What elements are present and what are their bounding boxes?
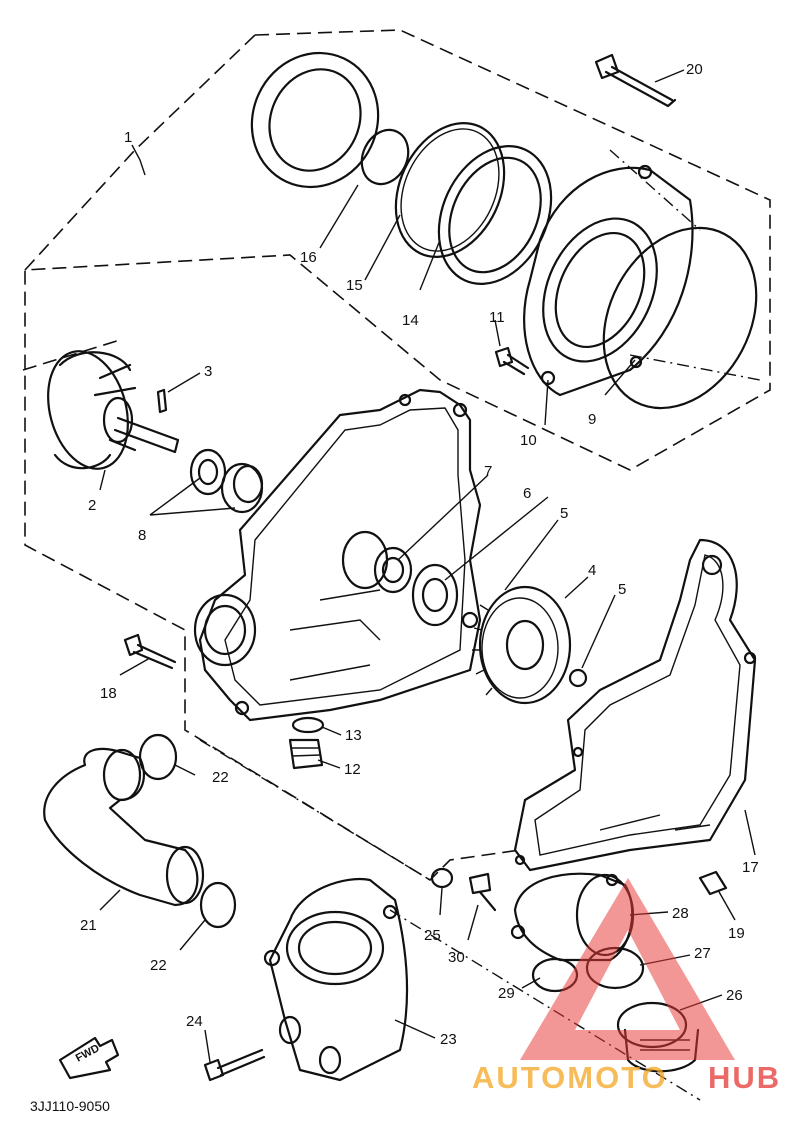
assembly-boundary-inner: [24, 34, 256, 271]
callout-19: 19: [728, 925, 745, 942]
callout-26: 26: [726, 987, 743, 1004]
callout-5a: 5: [560, 505, 568, 522]
callout-23: 23: [440, 1031, 457, 1048]
part-23-thermostat-housing: [263, 878, 409, 1082]
assembly-boundary-outline: [22, 29, 771, 882]
callout-12: 12: [344, 761, 361, 778]
part-21-elbow-pipe: [43, 747, 205, 907]
axis-line-upper: [609, 149, 761, 381]
watermark-text-automoto: AUTOMOTO: [472, 1060, 668, 1095]
part-30-screw: [468, 872, 497, 912]
part-4-drive-gear: [472, 585, 572, 705]
part-3-pin: [156, 388, 168, 414]
callout-3: 3: [204, 363, 212, 380]
callout-4: 4: [588, 562, 596, 579]
watermark-triangle-logo: [520, 878, 735, 1060]
callout-24: 24: [186, 1013, 203, 1030]
part-17-gasket: [513, 538, 757, 872]
part-7-bearing: [373, 546, 413, 594]
callout-7: 7: [484, 463, 492, 480]
callout-27: 27: [694, 945, 711, 962]
callout-6: 6: [523, 485, 531, 502]
part-19-dowel: [698, 870, 728, 896]
part-5-clip-upper: [461, 611, 479, 629]
part-15-disc: [360, 128, 410, 186]
watermark-text-hub: HUB: [708, 1060, 781, 1095]
part-18-bolt: [123, 633, 177, 670]
leader-lines: [99, 69, 756, 1063]
callout-1: 1: [124, 129, 132, 146]
callout-13: 13: [345, 727, 362, 744]
main-cover-body: [193, 388, 482, 722]
part-25-cap: [430, 867, 454, 889]
callout-9: 9: [588, 411, 596, 428]
callout-14: 14: [402, 312, 419, 329]
part-2-impeller-shaft: [47, 350, 180, 470]
callout-28: 28: [672, 905, 689, 922]
callout-5b: 5: [618, 581, 626, 598]
callout-labels: 1 2 3 4 5 5 6 7 8 9 10 11 12 13 14 15 16…: [80, 61, 759, 1048]
part-11-bolt: [494, 346, 530, 376]
callout-15: 15: [346, 277, 363, 294]
part-8-seals: [189, 448, 264, 514]
part-24-bolt: [203, 1048, 266, 1082]
callout-20: 20: [686, 61, 703, 78]
axis-line-lower: [199, 739, 701, 1101]
callout-2: 2: [88, 497, 96, 514]
callout-29: 29: [498, 985, 515, 1002]
part-16-oil-seal: [250, 51, 380, 189]
callout-21: 21: [80, 917, 97, 934]
part-5-clip-lower: [568, 668, 588, 688]
part-14-o-ring: [394, 122, 506, 258]
part-22-o-ring-lower: [199, 881, 237, 929]
callout-22b: 22: [150, 957, 167, 974]
callout-25: 25: [424, 927, 441, 944]
fwd-label: FWD: [74, 1042, 102, 1064]
callout-30: 30: [448, 949, 465, 966]
callout-8: 8: [138, 527, 146, 544]
callout-18: 18: [100, 685, 117, 702]
callout-16: 16: [300, 249, 317, 266]
callout-22a: 22: [212, 769, 229, 786]
part-13-small-o-ring: [291, 716, 325, 734]
part-12-plug: [288, 738, 324, 770]
part-20-bolt: [594, 53, 677, 108]
part-9-o-ring: [602, 226, 758, 410]
callout-10: 10: [520, 432, 537, 449]
part-22-o-ring-upper: [138, 733, 178, 781]
callout-11: 11: [489, 309, 505, 326]
callout-17: 17: [742, 859, 759, 876]
fwd-arrow-icon: FWD: [58, 1036, 120, 1080]
part-6-gear: [411, 563, 459, 627]
automotohub-watermark: AUTOMOTO HUB: [472, 878, 781, 1095]
diagram-code: 3JJ110-9050: [30, 1098, 110, 1114]
